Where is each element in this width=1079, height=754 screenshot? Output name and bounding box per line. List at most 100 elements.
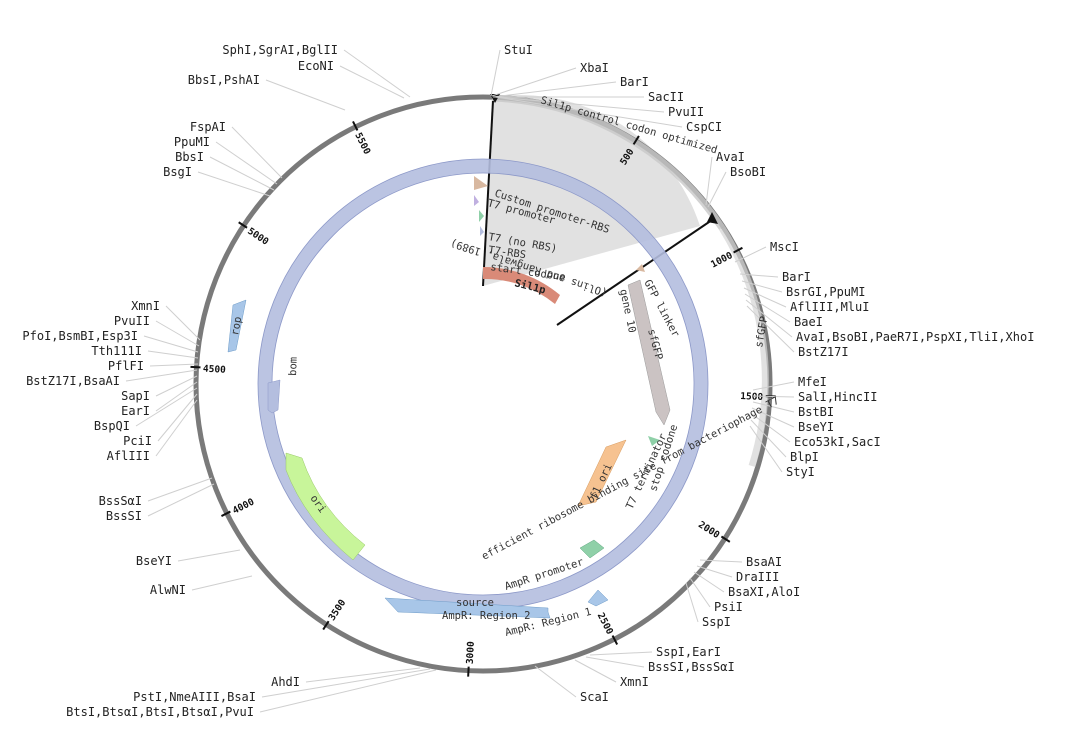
feature-t7-terminator <box>648 436 660 446</box>
site-leader <box>147 477 213 502</box>
site-label: MfeI <box>798 375 827 389</box>
tick-label: 1500 <box>740 391 764 403</box>
tick-label: 4500 <box>203 364 227 376</box>
site-label: AvaI,BsoBI,PaeR7I,PspXI,TliI,XhoI <box>796 330 1034 344</box>
site-label: EarI <box>121 404 150 418</box>
site-label: BstZ17I,BsaAI <box>26 374 120 388</box>
tick-mark <box>190 365 201 369</box>
feature-sfgfp-arc <box>719 226 769 468</box>
tick-label: 5500 <box>352 131 372 157</box>
site-leader <box>745 299 793 338</box>
site-label: BstZ17I <box>798 345 849 359</box>
site-label: AlwNI <box>150 583 186 597</box>
site-label: BseYI <box>136 554 172 568</box>
site-leader <box>157 393 198 442</box>
site-leader <box>155 381 198 412</box>
site-label: BstBI <box>798 405 834 419</box>
site-leader <box>746 305 795 353</box>
site-leader <box>155 375 198 397</box>
site-leader <box>165 305 201 341</box>
site-label: PfoI,BsmBI,Esp3I <box>22 329 138 343</box>
site-label: XmnI <box>620 675 649 689</box>
site-label: BbsI,PshAI <box>188 73 260 87</box>
site-label: BtsI,BtsαI,BtsI,BtsαI,PvuI <box>66 705 254 719</box>
site-leader <box>495 96 683 128</box>
site-leader <box>125 369 198 382</box>
site-leader <box>147 483 215 517</box>
site-leader <box>534 665 577 698</box>
feature-t7-no-rbs-marker <box>479 210 484 222</box>
site-label: MscI <box>770 240 799 254</box>
label-sfgfp-outer: sfGFP <box>753 315 770 348</box>
selection-line-start <box>482 100 494 287</box>
site-label: SphI,SgrAI,BglII <box>222 43 338 57</box>
site-label: AhdI <box>271 675 300 689</box>
site-leader <box>752 395 795 398</box>
site-label: BssSI,BssSαI <box>648 660 735 674</box>
site-label: DraIII <box>736 570 779 584</box>
tick-mark <box>238 221 248 229</box>
feature-sil1p <box>483 267 560 304</box>
site-label: BsgI <box>163 165 192 179</box>
site-leader <box>343 49 411 98</box>
tick-label: 2000 <box>696 519 721 541</box>
site-leader <box>147 350 199 359</box>
site-label: PflFI <box>108 359 144 373</box>
tick-label: 3000 <box>465 641 477 665</box>
site-label: BspQI <box>94 419 130 433</box>
feature-bom <box>267 379 281 414</box>
site-leader <box>685 582 699 623</box>
feature-ampr-region2 <box>384 597 551 619</box>
label-source: source <box>456 597 494 609</box>
tick-mark <box>632 135 640 145</box>
site-leader <box>693 571 725 593</box>
feature-rop <box>227 299 247 353</box>
site-leader <box>751 407 795 428</box>
site-label: AvaI <box>716 150 745 164</box>
site-label: StyI <box>786 465 815 479</box>
site-leader <box>259 669 437 713</box>
site-label: Tth111I <box>91 344 142 358</box>
site-leader <box>749 425 783 473</box>
source-ring <box>258 159 708 609</box>
tick-mark <box>221 510 231 517</box>
site-leader <box>177 549 241 562</box>
site-label: BbsI <box>175 150 204 164</box>
site-leader <box>305 667 421 683</box>
site-label: BlpI <box>790 450 819 464</box>
feature-custom-promoter-marker <box>474 176 488 190</box>
site-label: SapI <box>121 389 150 403</box>
site-leader <box>734 246 767 263</box>
site-label: BsrGI,PpuMI <box>786 285 865 299</box>
site-labels-right: StuIXbaIBarISacIIPvuIICspCIAvaIBsoBIMscI… <box>504 43 1034 704</box>
site-leader <box>752 401 795 413</box>
feature-f1-ori <box>577 439 627 507</box>
site-leader <box>744 293 791 323</box>
site-label: XmnI <box>131 299 160 313</box>
site-label: PvuII <box>668 105 704 119</box>
site-label: SacII <box>648 90 684 104</box>
site-leader <box>491 67 577 97</box>
site-label: PsiI <box>714 600 743 614</box>
site-leader <box>689 577 711 608</box>
site-label: SspI,EarI <box>656 645 721 659</box>
site-leader <box>149 363 199 367</box>
tick-mark <box>322 620 330 631</box>
site-label: BaeI <box>794 315 823 329</box>
site-leader <box>265 79 346 111</box>
site-label: FspAI <box>190 120 226 134</box>
feature-sfgfp <box>627 279 671 426</box>
site-leader <box>209 156 275 191</box>
site-label: BseYI <box>798 420 834 434</box>
site-leader <box>490 49 501 97</box>
site-label: BsoBI <box>730 165 766 179</box>
site-label: SalI,HincII <box>798 390 877 404</box>
site-leader <box>494 96 665 113</box>
site-leader <box>135 387 198 427</box>
tick-mark <box>467 666 470 677</box>
feature-t7-rbs-marker <box>480 226 484 236</box>
site-leader <box>696 565 733 578</box>
feature-ampr-promoter <box>579 539 605 559</box>
tick-mark <box>733 246 743 254</box>
site-label: BsaAI <box>746 555 782 569</box>
